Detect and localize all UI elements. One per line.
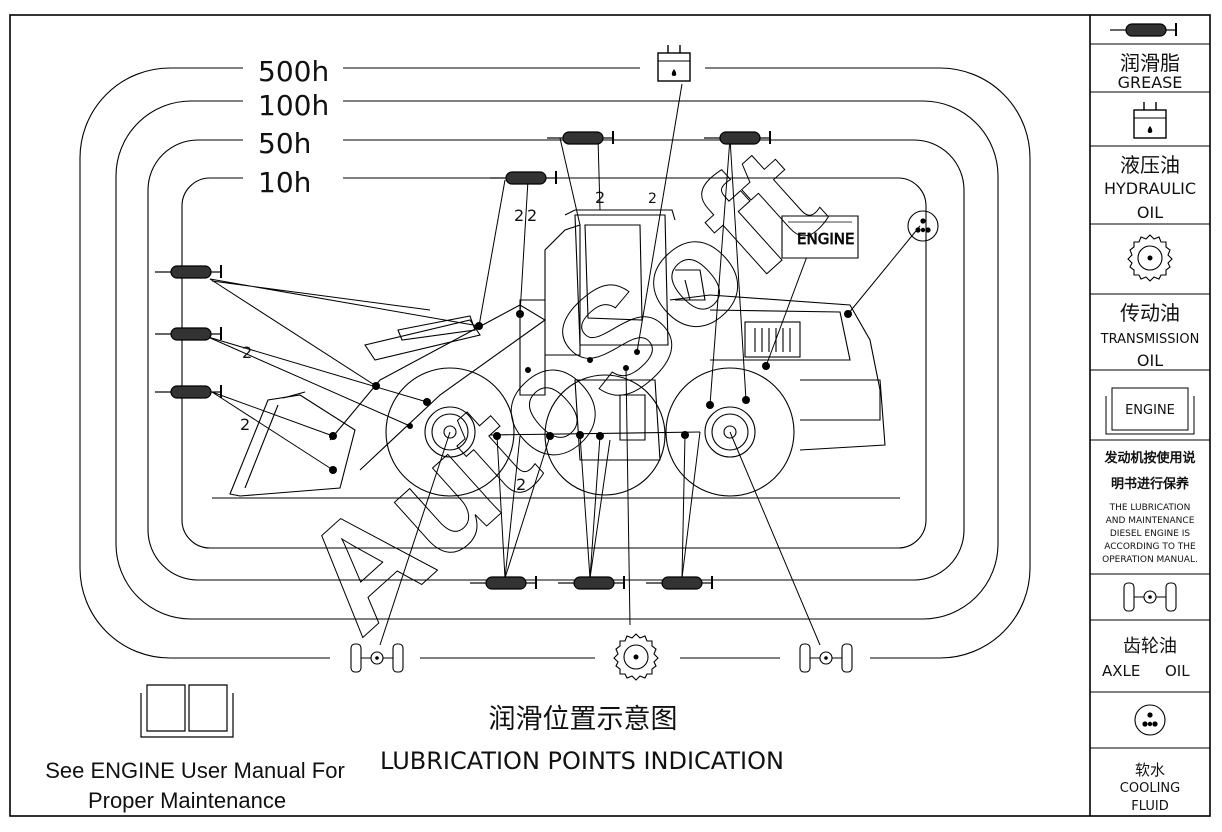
- manual-note-line2: Proper Maintenance: [88, 788, 286, 813]
- loop-50h: [147, 139, 965, 581]
- legend-grease-en: GREASE: [1118, 73, 1183, 92]
- legend-transmission-en2: OIL: [1137, 351, 1163, 370]
- legend-engine-icon-label: ENGINE: [1125, 403, 1175, 418]
- legend-engine-en-1: AND MAINTENANCE: [1106, 516, 1195, 526]
- interval-label-50h: 50h: [258, 127, 311, 160]
- legend-grease-icon: [1109, 22, 1177, 37]
- legend-engine-cn1: 发动机按使用说: [1103, 450, 1195, 466]
- grease-gun-icon: [154, 384, 222, 399]
- legend-axle-en1: AXLE: [1102, 662, 1140, 680]
- grease-gun-icon: [469, 575, 537, 590]
- legend-hydraulic-en1: HYDRAULIC: [1104, 179, 1196, 198]
- loop-500h: [79, 67, 1031, 659]
- grease-gun-icon: [557, 575, 625, 590]
- legend-hydraulic-cn: 液压油: [1120, 153, 1180, 177]
- callout-2e: 2: [595, 188, 605, 207]
- manual-note-line1: See ENGINE User Manual For: [45, 758, 345, 783]
- legend-cooling-en2: FLUID: [1131, 799, 1168, 814]
- interval-label-100h: 100h: [258, 89, 329, 122]
- interval-label-10h: 10h: [258, 166, 311, 199]
- legend-cooling-en1: COOLING: [1120, 781, 1180, 796]
- legend: 润滑脂 GREASE 液压油 HYDRAULIC OIL 传动油 TRANSMI…: [1090, 22, 1210, 814]
- legend-engine-cn2: 明书进行保养: [1111, 476, 1190, 492]
- engine-book-icon: ENGINE: [781, 215, 859, 259]
- callout-2b: 2: [240, 415, 250, 434]
- watermark: AutoSoft: [269, 115, 852, 663]
- title-english: LUBRICATION POINTS INDICATION: [380, 747, 784, 775]
- callout-2c: 2: [514, 206, 524, 225]
- legend-hydraulic-icon: [1133, 101, 1167, 139]
- drawing-frame: [9, 14, 1211, 817]
- legend-engine-book-icon: ENGINE: [1105, 387, 1195, 435]
- grease-gun-icon: [489, 170, 557, 185]
- legend-transmission-cn: 传动油: [1120, 301, 1180, 325]
- callout-2g: 2: [648, 191, 657, 207]
- legend-cooling-cn: 软水: [1135, 761, 1165, 779]
- wheel-loader-drawing: [212, 209, 900, 499]
- title-chinese: 润滑位置示意图: [489, 704, 678, 735]
- engine-plate-label: ENGINE: [797, 230, 854, 248]
- cooling-fluid-icon: [907, 210, 939, 242]
- legend-engine-en-0: THE LUBRICATION: [1109, 503, 1191, 513]
- grease-gun-icon: [645, 575, 713, 590]
- loop-100h: [115, 100, 999, 620]
- legend-transmission-en1: TRANSMISSION: [1100, 332, 1200, 347]
- grease-gun-icon: [546, 130, 614, 145]
- legend-axle-en2: OIL: [1165, 662, 1190, 680]
- callout-2a: 2: [242, 343, 252, 362]
- legend-engine-en-3: ACCORDING TO THE: [1104, 542, 1196, 552]
- grease-gun-icon: [154, 264, 222, 279]
- legend-axle-cn: 齿轮油: [1123, 636, 1177, 657]
- interval-label-500h: 500h: [258, 55, 329, 88]
- legend-transmission-icon: [1127, 234, 1173, 282]
- interval-loops: [79, 67, 1031, 659]
- legend-cooling-icon: [1134, 704, 1166, 736]
- callout-2f: 2: [516, 475, 526, 494]
- legend-grease-cn: 润滑脂: [1120, 51, 1180, 75]
- legend-hydraulic-en2: OIL: [1137, 203, 1163, 222]
- legend-axle-icon: [1123, 582, 1177, 612]
- legend-engine-en-4: OPERATION MANUAL.: [1102, 555, 1198, 565]
- callout-2d: 2: [527, 206, 537, 225]
- manual-book-icon: [140, 684, 234, 738]
- legend-engine-en-2: DIESEL ENGINE IS: [1110, 529, 1191, 539]
